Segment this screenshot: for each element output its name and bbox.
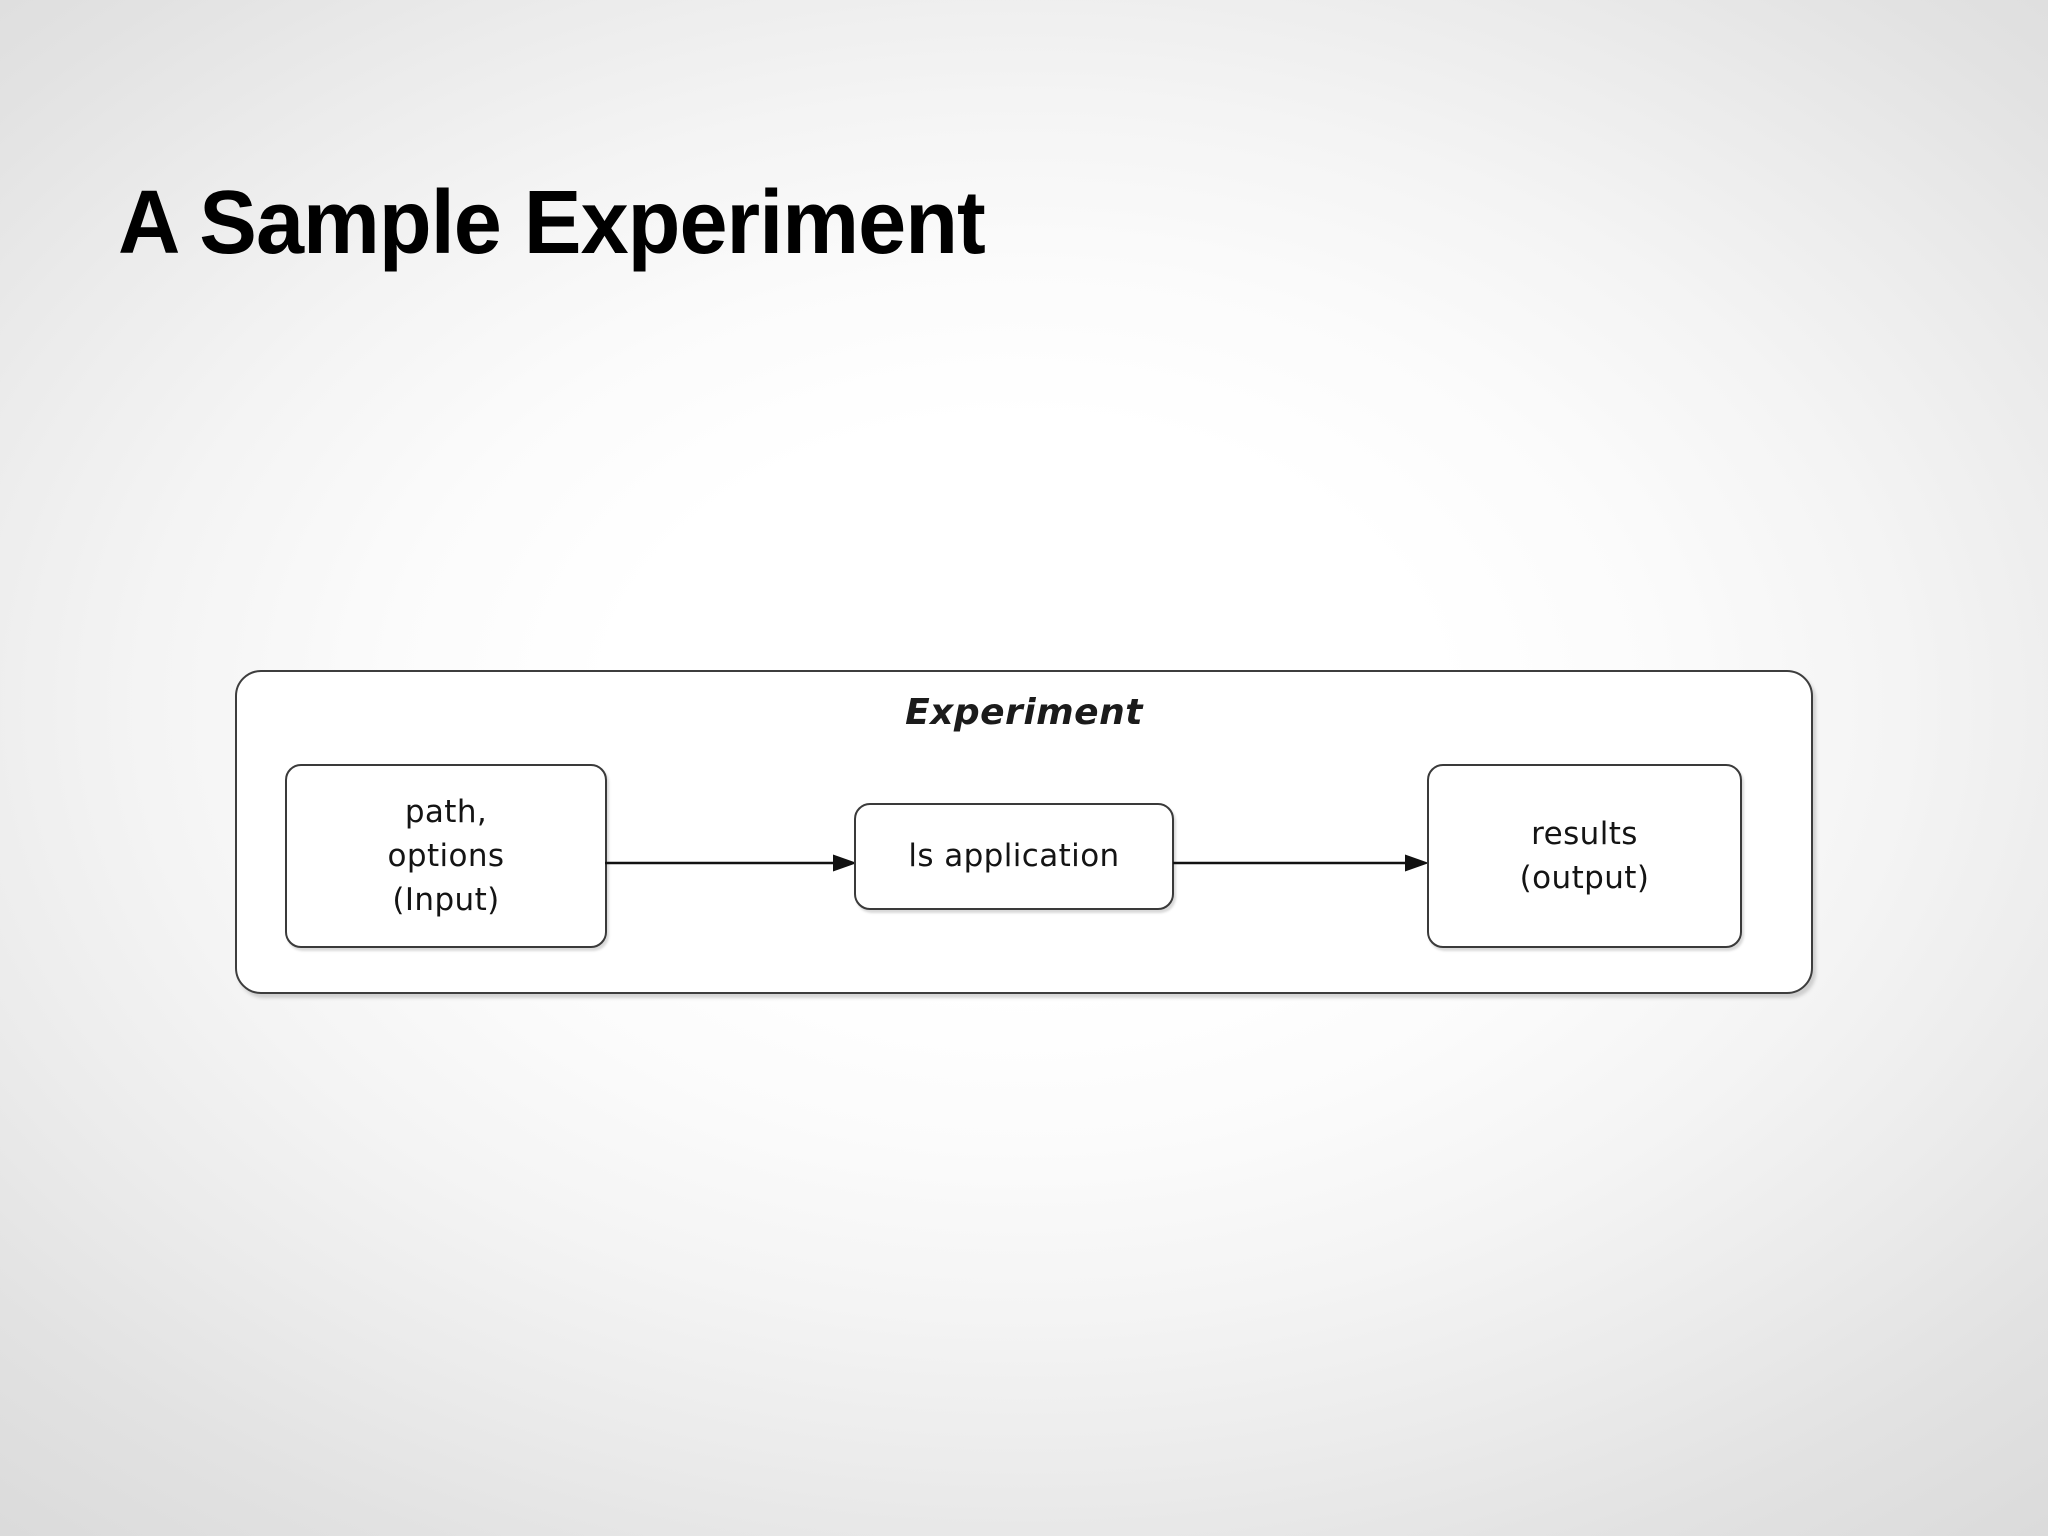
arrow-right-icon xyxy=(605,854,857,872)
input-node-line-1: path, xyxy=(404,793,488,830)
input-node[interactable]: path, options (Input) xyxy=(285,764,607,948)
output-node-line-1: results xyxy=(1531,815,1638,852)
process-node-label: ls application xyxy=(908,838,1120,875)
experiment-container: Experiment path, options (Input) ls appl… xyxy=(235,670,1813,994)
container-title: Experiment xyxy=(905,692,1143,733)
page-title: A Sample Experiment xyxy=(118,173,986,273)
arrow-process-to-output xyxy=(1173,852,1429,874)
input-node-line-2: options xyxy=(387,837,505,874)
process-node[interactable]: ls application xyxy=(854,803,1174,910)
experiment-flow-diagram: Experiment path, options (Input) ls appl… xyxy=(235,670,1813,994)
arrow-right-icon xyxy=(1173,854,1429,872)
input-node-line-3: (Input) xyxy=(392,882,500,918)
arrow-input-to-process xyxy=(605,852,857,874)
output-node[interactable]: results (output) xyxy=(1427,764,1742,948)
output-node-line-2: (output) xyxy=(1519,860,1650,896)
